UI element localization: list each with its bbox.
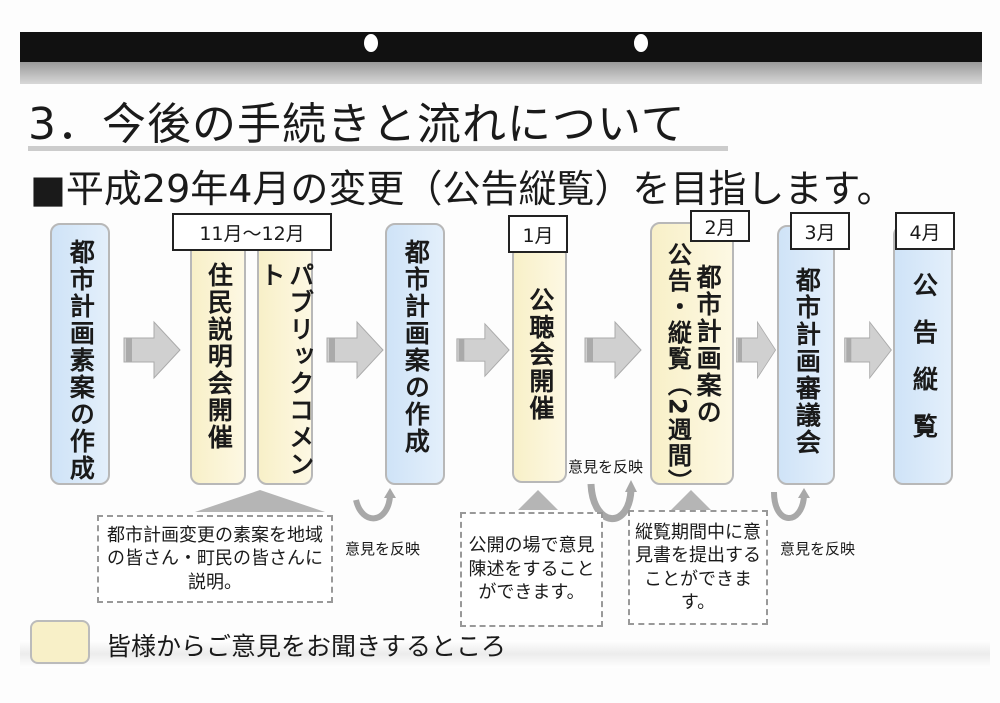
month-label-nov-dec: 11月～12月 xyxy=(172,213,332,251)
arrow-right-icon xyxy=(584,320,642,380)
punch-hole xyxy=(364,34,378,52)
reflect-label: 意見を反映 xyxy=(568,458,644,476)
curved-arrow-icon xyxy=(587,480,637,522)
step-label: 公聴会開催 xyxy=(525,287,555,422)
step-label: 都市計画案の作成 xyxy=(401,239,431,455)
note-text: 縦覧期間中に意見書を提出することができます。 xyxy=(635,521,761,613)
arrow-right-icon xyxy=(844,320,892,380)
header-bar xyxy=(20,32,982,62)
pointer-triangle xyxy=(518,490,558,510)
pointer-triangle xyxy=(195,490,325,512)
pointer-triangle xyxy=(671,490,711,510)
note-text: 公開の場で意見陳述をすることができます。 xyxy=(468,535,595,604)
reflect-label: 意見を反映 xyxy=(345,540,421,558)
step-label: 都市計画案の xyxy=(693,264,723,426)
reflect-label: 意見を反映 xyxy=(780,540,856,558)
page-subtitle: ■平成29年4月の変更（公告縦覧）を目指します。 xyxy=(30,167,895,211)
month-label-feb: 2月 xyxy=(690,210,750,242)
arrow-right-icon xyxy=(326,320,384,380)
step-city-plan: 都市計画案の作成 xyxy=(385,223,445,485)
step-label: 住民説明会開催 xyxy=(204,262,234,451)
step-council: 都市計画審議会 xyxy=(777,225,835,485)
arrow-right-icon xyxy=(736,320,777,380)
step-label: 公告・縦覧（2週間） xyxy=(663,242,692,495)
month-label-apr: 4月 xyxy=(895,212,955,250)
month-label-jan: 1月 xyxy=(508,215,568,253)
step-label: 都市計画素案の作成 xyxy=(66,239,96,482)
step-announcement: 都市計画案の 公告・縦覧（2週間） xyxy=(650,222,734,495)
month-label-mar: 3月 xyxy=(790,212,850,250)
background-band xyxy=(20,640,990,668)
step-final-announcement: 公告縦覧 xyxy=(893,225,953,485)
curved-arrow-icon xyxy=(771,488,810,521)
legend-label: 皆様からご意見をお聞きするところ xyxy=(106,632,507,661)
header-bar-shadow xyxy=(20,62,982,84)
step-public-comment: パブリックコメント xyxy=(257,240,315,485)
step-public-hearing: 公聴会開催 xyxy=(512,245,567,483)
step-resident-briefing: 住民説明会開催 xyxy=(190,240,246,485)
note-inspection: 縦覧期間中に意見書を提出することができます。 xyxy=(628,510,768,625)
curved-arrow-icon xyxy=(353,488,396,522)
step-label: 都市計画審議会 xyxy=(792,267,822,456)
page-title: 3．今後の手続きと流れについて xyxy=(28,99,686,150)
step-label: 公告縦覧 xyxy=(909,272,939,460)
arrow-right-icon xyxy=(456,322,510,378)
note-text: 都市計画変更の素案を地域の皆さん・町民の皆さんに説明。 xyxy=(107,524,323,593)
legend-swatch xyxy=(30,620,90,664)
punch-hole xyxy=(634,34,648,52)
title-underline xyxy=(28,146,728,151)
note-public-hearing: 公開の場で意見陳述をすることができます。 xyxy=(460,512,603,627)
arrow-right-icon xyxy=(123,320,181,380)
note-resident-briefing: 都市計画変更の素案を地域の皆さん・町民の皆さんに説明。 xyxy=(97,515,333,603)
step-draft-plan: 都市計画素案の作成 xyxy=(50,223,110,485)
step-label: パブリックコメント xyxy=(257,262,315,478)
